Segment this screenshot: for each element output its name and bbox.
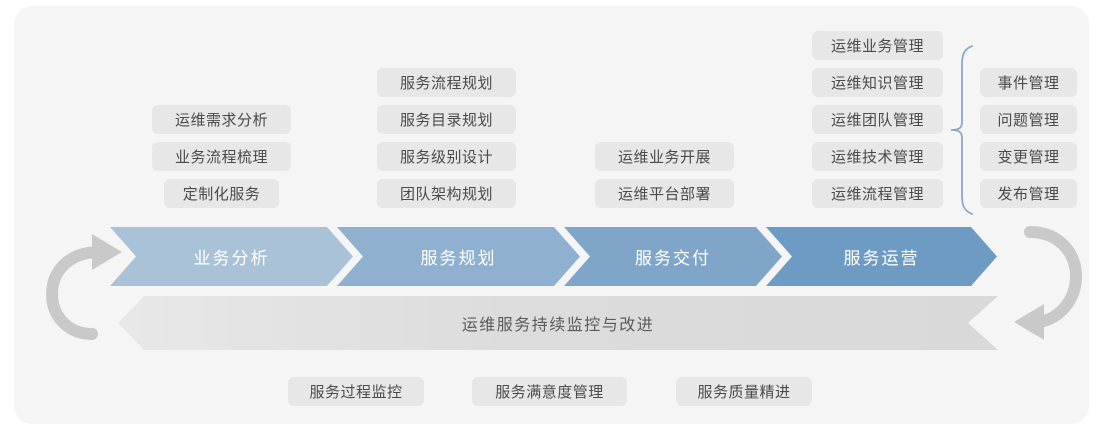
pill-column4-item2[interactable]: 运维团队管理 xyxy=(812,105,943,134)
stage-chevron-3[interactable]: 服务交付 xyxy=(564,227,782,286)
pill-column4-item4[interactable]: 运维流程管理 xyxy=(812,179,943,208)
pill-column2-item3[interactable]: 团队架构规划 xyxy=(377,179,516,208)
pill-process-item0[interactable]: 事件管理 xyxy=(980,68,1077,97)
pill-column4-item3[interactable]: 运维技术管理 xyxy=(812,142,943,171)
pill-column4-item0[interactable]: 运维业务管理 xyxy=(812,31,943,60)
circular-arrow-right-icon xyxy=(1014,226,1083,340)
pill-column4-item1[interactable]: 运维知识管理 xyxy=(812,68,943,97)
pill-column2-item2[interactable]: 服务级别设计 xyxy=(377,142,516,171)
pill-column3-item1[interactable]: 运维平台部署 xyxy=(595,179,734,208)
stage-chevron-4-label: 服务运营 xyxy=(843,249,920,268)
pill-footer-item0[interactable]: 服务过程监控 xyxy=(288,377,424,406)
stage-chevron-2-label: 服务规划 xyxy=(420,249,497,268)
pill-process-item3[interactable]: 发布管理 xyxy=(980,179,1077,208)
stage-chevron-1[interactable]: 业务分析 xyxy=(110,227,353,286)
pill-process-item1[interactable]: 问题管理 xyxy=(980,105,1077,134)
pill-column1-item0[interactable]: 运维需求分析 xyxy=(152,105,291,134)
pill-column2-item0[interactable]: 服务流程规划 xyxy=(377,68,516,97)
stage-chevron-1-label: 业务分析 xyxy=(193,249,270,268)
pill-footer-item2[interactable]: 服务质量精进 xyxy=(676,377,812,406)
pill-column2-item1[interactable]: 服务目录规划 xyxy=(377,105,516,134)
stage-chevron-2[interactable]: 服务规划 xyxy=(337,227,580,286)
circular-arrow-left-icon xyxy=(45,234,122,340)
pill-footer-item1[interactable]: 服务满意度管理 xyxy=(472,377,627,406)
continuous-improvement-banner-label: 运维服务持续监控与改进 xyxy=(461,317,655,334)
pill-column3-item0[interactable]: 运维业务开展 xyxy=(595,142,734,171)
loop-arrow-left xyxy=(44,218,134,351)
process-group-brace xyxy=(948,44,980,221)
continuous-improvement-banner[interactable]: 运维服务持续监控与改进 xyxy=(118,296,998,350)
pill-column1-item2[interactable]: 定制化服务 xyxy=(164,179,279,208)
loop-arrow-right xyxy=(1000,218,1090,351)
pill-column1-item1[interactable]: 业务流程梳理 xyxy=(152,142,291,171)
pill-process-item2[interactable]: 变更管理 xyxy=(980,142,1077,171)
stage-chevron-3-label: 服务交付 xyxy=(635,249,711,268)
stage-chevron-4[interactable]: 服务运营 xyxy=(766,227,997,286)
brace-icon xyxy=(950,45,973,215)
